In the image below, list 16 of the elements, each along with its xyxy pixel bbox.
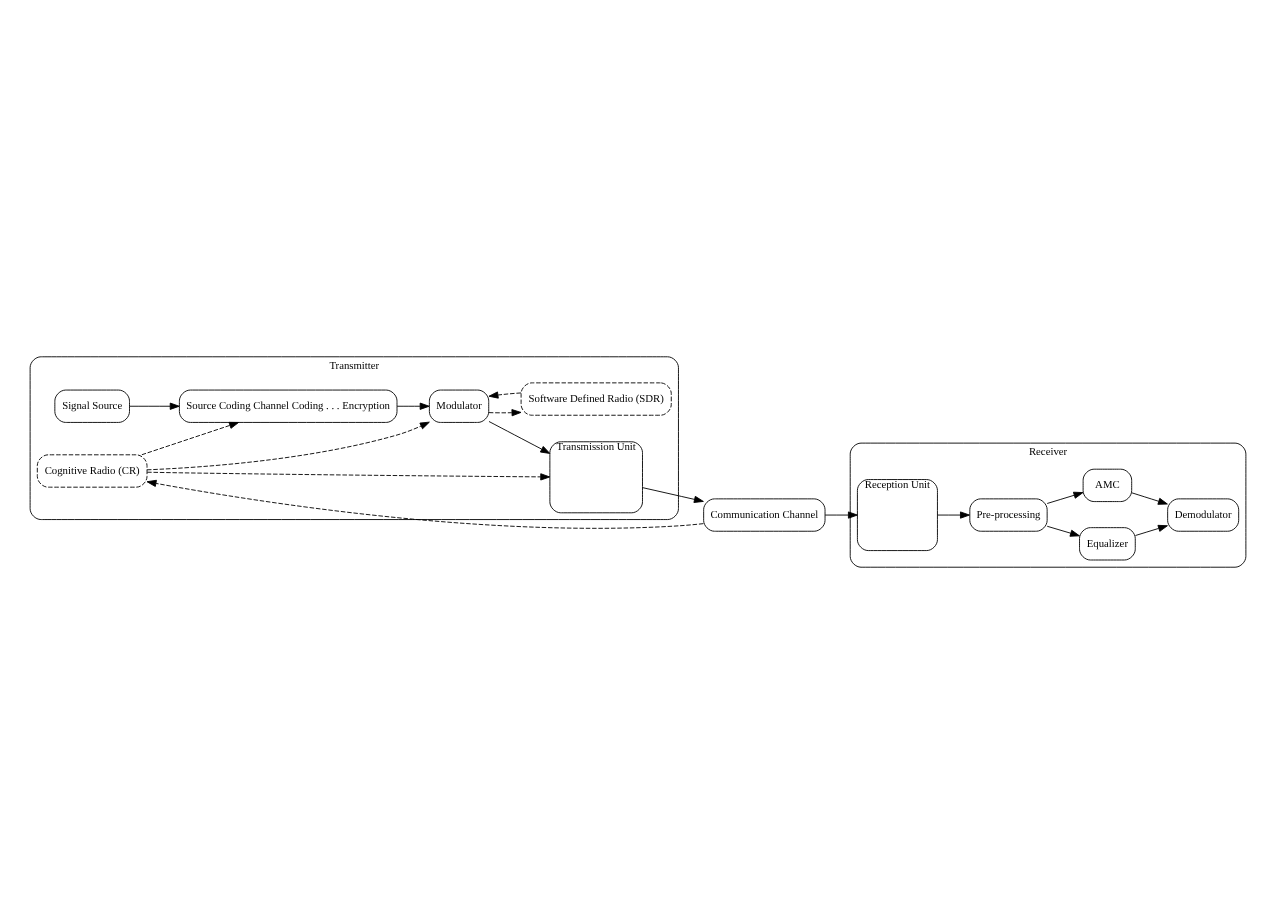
arrow	[1046, 525, 1080, 537]
arrow	[141, 421, 239, 456]
arrow	[396, 402, 430, 410]
arrow	[488, 391, 522, 399]
arrow	[824, 511, 858, 519]
arrow	[937, 511, 970, 519]
arrow	[146, 421, 430, 471]
arrow	[146, 471, 551, 481]
arrow	[1046, 491, 1084, 504]
arrow	[488, 421, 551, 454]
arrow	[1135, 524, 1168, 536]
arrow	[1131, 492, 1168, 505]
arrow	[146, 479, 704, 529]
arrow	[642, 487, 704, 503]
arrow	[129, 402, 180, 410]
arrow	[488, 409, 522, 417]
